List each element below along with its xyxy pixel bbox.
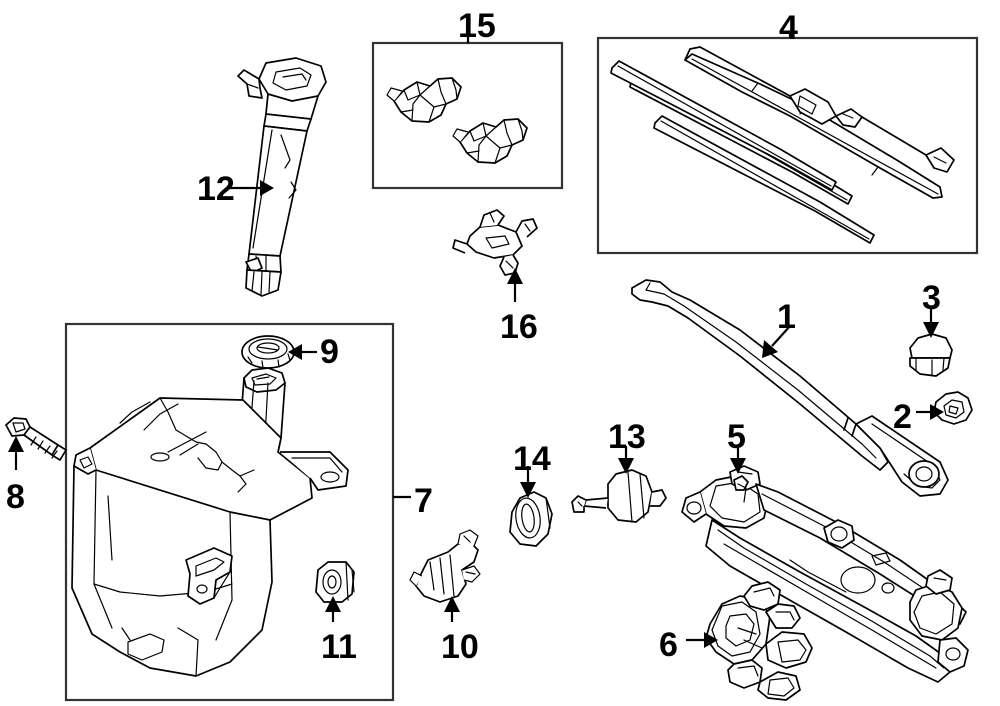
part-8-bolt-art	[5, 417, 67, 461]
leader-2	[916, 404, 944, 420]
leader-12	[228, 180, 274, 196]
leader-11	[325, 596, 341, 622]
frame-box-4	[596, 36, 979, 255]
part-13-sensor-art	[571, 469, 667, 523]
part-12-filler-neck-art	[237, 57, 327, 297]
frame-box-7	[64, 322, 395, 702]
callout-number-7: 7	[414, 482, 433, 520]
part-16-nozzle-joint-art	[452, 209, 538, 276]
part-15-nozzle-a-art	[386, 77, 462, 123]
part-1-wiper-arm-art	[631, 279, 949, 497]
callout-number-14: 14	[513, 440, 551, 478]
leader-6	[686, 632, 718, 648]
callout-number-16: 16	[500, 308, 538, 346]
leader-1	[762, 325, 791, 358]
callout-number-1: 1	[777, 298, 796, 336]
callout-number-15: 15	[458, 7, 496, 45]
leader-16	[507, 268, 523, 302]
callout-number-13: 13	[608, 418, 646, 456]
callout-number-12: 12	[197, 170, 235, 208]
leader-3	[923, 308, 939, 338]
callout-number-4: 4	[779, 9, 798, 47]
callout-number-5: 5	[727, 418, 746, 456]
leader-5	[730, 446, 746, 474]
callout-number-3: 3	[922, 279, 941, 317]
part-9-cap-art	[241, 335, 295, 369]
part-7-reservoir-art	[71, 367, 349, 677]
leader-9	[288, 344, 317, 360]
part-2-nut-art	[933, 391, 973, 425]
leader-8	[8, 436, 24, 470]
leader-14	[520, 466, 536, 498]
part-3-cap-art	[909, 333, 953, 377]
callout-number-9: 9	[320, 333, 339, 371]
part-4-blade-refill-2	[610, 60, 837, 191]
leader-10	[444, 596, 460, 622]
part-6-motor-art	[705, 581, 813, 701]
part-15-nozzle-b-art	[452, 118, 528, 164]
callout-number-11: 11	[321, 628, 357, 666]
callout-number-10: 10	[441, 628, 479, 666]
part-10-pump-art	[409, 529, 481, 603]
callout-number-8: 8	[6, 478, 25, 516]
callout-number-6: 6	[659, 626, 678, 664]
part-4-blade-main	[653, 46, 955, 244]
frame-box-15	[371, 41, 564, 190]
part-11-grommet-art	[315, 561, 355, 603]
part-14-seal-art	[509, 491, 553, 547]
part-5-linkage-art	[681, 465, 969, 683]
leader-13	[618, 446, 634, 474]
callout-number-2: 2	[893, 398, 912, 436]
